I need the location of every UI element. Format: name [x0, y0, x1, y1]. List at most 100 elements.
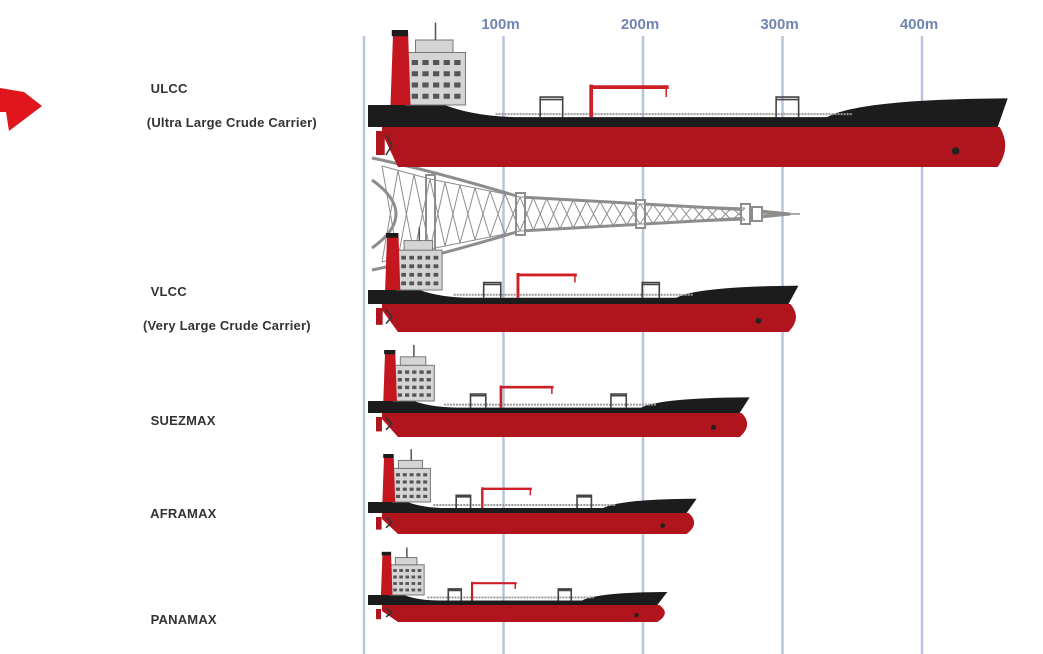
bridge-aframax	[397, 459, 423, 469]
window-suezmax	[412, 370, 417, 374]
window-vlcc	[401, 281, 406, 286]
ship-label-vlcc: VLCC (Very Large Crude Carrier)	[143, 266, 311, 351]
deck-frame-1-ulcc	[539, 96, 564, 118]
tower-lattice	[489, 190, 506, 238]
window-vlcc	[401, 255, 406, 260]
tower-lattice	[381, 165, 399, 263]
ships	[368, 22, 1008, 622]
window-panamax	[411, 569, 416, 572]
window-ulcc	[433, 82, 440, 88]
window-aframax	[416, 473, 421, 477]
bow-mark-vlcc	[755, 317, 762, 324]
hull-red-aframax	[382, 513, 695, 534]
window-vlcc	[425, 264, 431, 269]
ship-name-aframax: AFRAMAX	[150, 506, 217, 521]
window-panamax	[393, 588, 397, 592]
tower-lattice	[413, 174, 431, 254]
tower-lattice	[474, 187, 491, 241]
window-suezmax	[419, 378, 424, 382]
hull-red-panamax	[382, 605, 665, 622]
ship-ulcc	[368, 22, 1008, 167]
window-ulcc	[433, 71, 440, 77]
window-suezmax	[404, 378, 410, 382]
tower-lattice	[639, 203, 654, 225]
window-ulcc	[433, 60, 440, 65]
ship-label-ulcc: ULCC (Ultra Large Crude Carrier)	[143, 63, 317, 148]
window-vlcc	[433, 281, 439, 286]
window-vlcc	[417, 255, 423, 260]
tower-lattice	[546, 198, 561, 230]
window-ulcc	[411, 82, 418, 88]
funnel-suezmax	[383, 350, 397, 401]
window-ulcc	[411, 71, 418, 77]
funnel-panamax	[380, 551, 393, 595]
bow-mark-aframax	[660, 523, 666, 528]
tower-platform-2	[515, 192, 526, 236]
ship-vlcc	[368, 227, 799, 332]
rudder-vlcc	[376, 308, 383, 325]
window-panamax	[405, 588, 410, 592]
tower-lattice	[652, 204, 667, 224]
window-suezmax	[397, 370, 402, 374]
scale-label-400m: 400m	[900, 16, 938, 33]
window-panamax	[399, 582, 403, 585]
ship-suezmax	[368, 344, 750, 437]
window-suezmax	[412, 393, 417, 397]
window-aframax	[409, 494, 414, 498]
propeller-ulcc	[385, 134, 393, 156]
bridge-ulcc	[415, 39, 454, 53]
window-aframax	[402, 494, 407, 498]
window-panamax	[411, 575, 416, 579]
window-suezmax	[419, 370, 424, 374]
window-panamax	[399, 588, 403, 592]
tower-lattice	[678, 205, 693, 223]
window-aframax	[416, 480, 421, 484]
window-vlcc	[433, 264, 439, 269]
window-panamax	[399, 569, 403, 572]
window-suezmax	[397, 385, 402, 390]
window-vlcc	[425, 272, 431, 277]
window-suezmax	[397, 393, 402, 397]
deck-frame-2-suezmax	[610, 393, 628, 408]
window-vlcc	[425, 281, 431, 286]
window-ulcc	[411, 60, 418, 65]
propeller-panamax	[385, 607, 394, 618]
propeller-vlcc	[385, 309, 393, 325]
deck-frame-1-panamax	[447, 588, 463, 601]
window-vlcc	[409, 281, 415, 286]
tower-lattice	[559, 198, 574, 230]
ship-name-suezmax: SUEZMAX	[150, 413, 216, 428]
hull-black-panamax	[368, 592, 668, 605]
window-panamax	[411, 588, 416, 592]
window-aframax	[409, 487, 414, 491]
window-aframax	[396, 480, 400, 484]
tower-lattice	[586, 200, 601, 228]
ship-panamax	[368, 547, 668, 622]
scale-label-200m: 200m	[621, 16, 659, 33]
ship-label-suezmax: SUEZMAX	[143, 395, 216, 429]
window-panamax	[393, 569, 397, 572]
window-vlcc	[433, 255, 439, 260]
window-ulcc	[422, 71, 429, 77]
window-suezmax	[426, 378, 431, 382]
window-suezmax	[404, 370, 410, 374]
rudder-aframax	[376, 517, 382, 530]
window-panamax	[417, 575, 422, 579]
window-suezmax	[404, 385, 410, 390]
ship-label-panamax: PANAMAX	[143, 594, 217, 628]
window-panamax	[411, 582, 416, 585]
window-panamax	[417, 588, 422, 592]
tower-lattice	[459, 184, 476, 244]
window-ulcc	[411, 93, 418, 99]
deck-frame-2-aframax	[576, 494, 593, 509]
window-ulcc	[422, 93, 429, 99]
ship-fullname-ulcc: (Ultra Large Crude Carrier)	[143, 115, 317, 130]
window-aframax	[402, 473, 407, 477]
hull-red-suezmax	[382, 413, 748, 437]
tower-lattice	[665, 204, 680, 224]
ship-label-aframax: AFRAMAX	[143, 488, 217, 522]
window-suezmax	[397, 378, 402, 382]
funnel-top-vlcc	[386, 233, 399, 238]
window-suezmax	[419, 393, 424, 397]
